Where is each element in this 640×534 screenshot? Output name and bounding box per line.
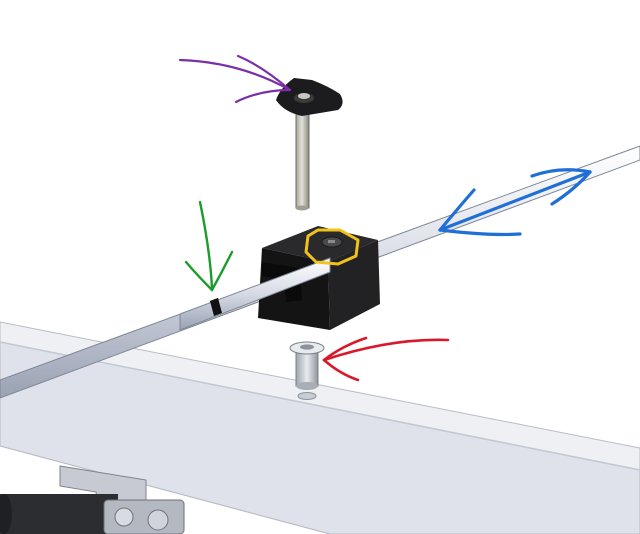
bolt [295, 113, 310, 209]
support-bracket [0, 465, 185, 534]
knob-bolt [276, 78, 343, 211]
purple-arrow [178, 54, 292, 104]
blue-double-arrow [438, 168, 592, 237]
yellow-circle [304, 228, 360, 266]
frame-beam [0, 321, 640, 534]
flange-bushing [289, 341, 325, 390]
red-arrow [322, 336, 450, 382]
green-arrow [184, 200, 234, 292]
rod-marker [210, 298, 222, 316]
